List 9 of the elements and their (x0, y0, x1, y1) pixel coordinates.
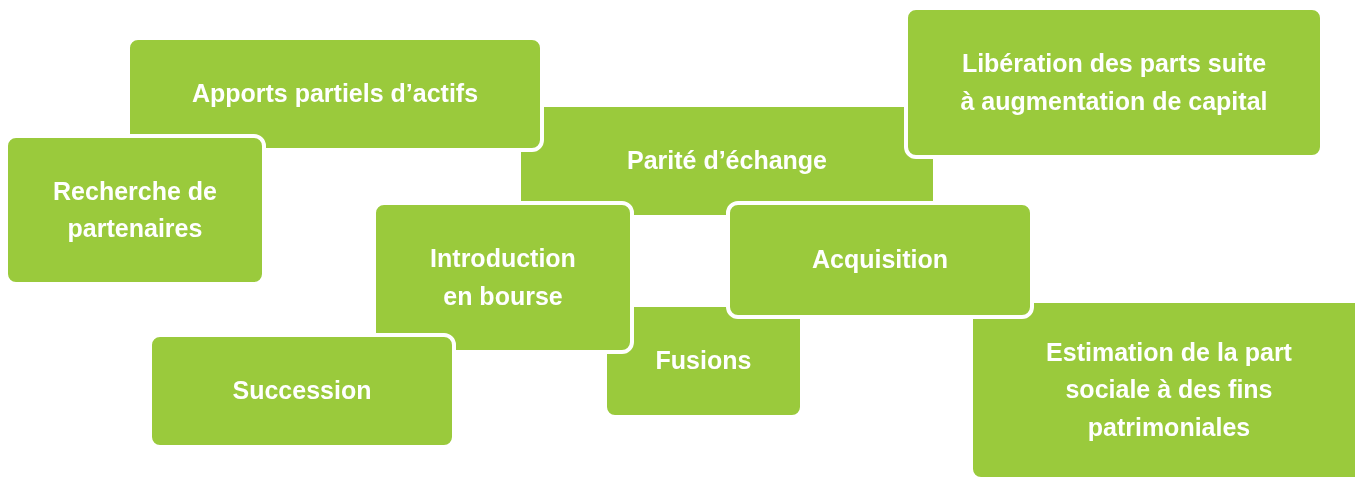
topic-label: Apports partiels d’actifs (191, 78, 479, 110)
topic-label: Libération des parts suite à augmentation de capital (959, 48, 1269, 117)
topic-label: Acquisition (811, 244, 949, 276)
topic-label: Parité d’échange (626, 145, 828, 177)
topic-label: Introduction en bourse (429, 243, 577, 312)
topic-label: Succession (232, 375, 372, 407)
topic-label: Estimation de la part sociale à des fins patrimoniales (1045, 336, 1293, 443)
topic-label: Recherche de partenaires (52, 175, 218, 244)
topic-label: Fusions (655, 345, 752, 377)
